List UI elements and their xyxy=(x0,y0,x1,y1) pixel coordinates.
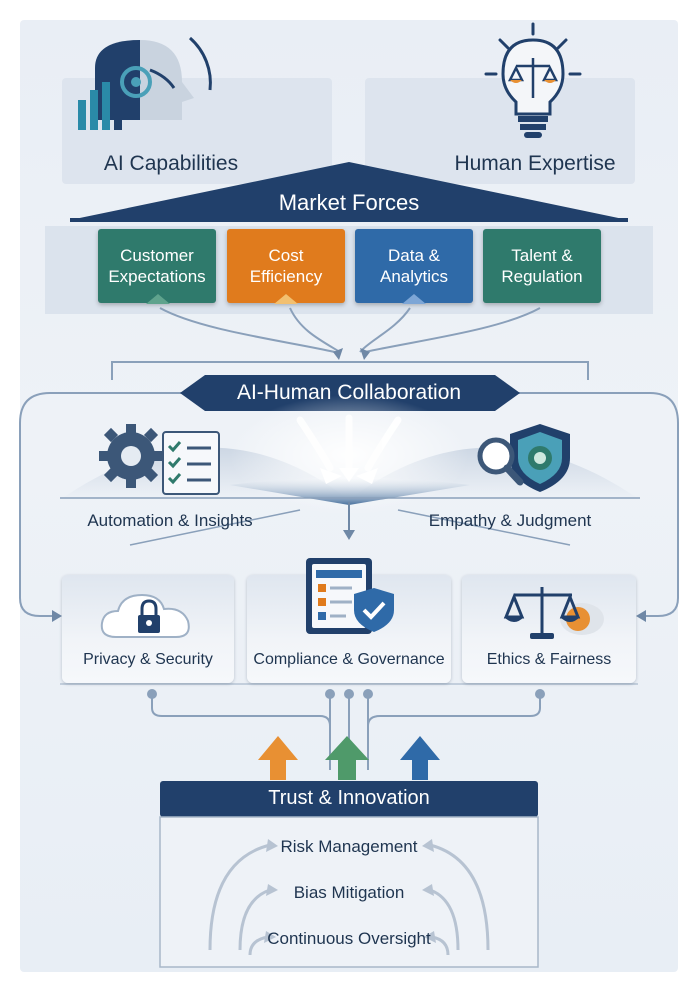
cloud-lock-icon xyxy=(100,593,190,638)
box-pointers xyxy=(146,294,426,304)
human-card xyxy=(365,78,635,184)
trust-title: Trust & Innovation xyxy=(268,787,430,809)
gear-checklist-icon xyxy=(99,424,220,495)
lightbulb-scale-icon xyxy=(484,22,582,138)
collab-banner xyxy=(180,375,520,411)
funnel xyxy=(230,477,470,505)
outer-loop xyxy=(19,392,679,617)
flow-curves xyxy=(111,307,589,380)
up-arrow-orange xyxy=(258,736,298,780)
robot-head-icon xyxy=(78,36,212,130)
empathy-judgment-label: Empathy & Judgment xyxy=(428,511,592,530)
continuous-oversight-label: Continuous Oversight xyxy=(267,929,431,948)
market-forces-title: Market Forces xyxy=(278,190,420,215)
collab-title: AI-Human Collaboration xyxy=(236,381,462,404)
risk-management-label: Risk Management xyxy=(280,837,418,856)
up-arrow-blue xyxy=(400,736,440,780)
cycle-arcs xyxy=(208,843,490,956)
box-talent-regulation: Talent &Regulation xyxy=(483,229,601,303)
bias-mitigation-label: Bias Mitigation xyxy=(293,883,405,902)
pillar-privacy-security: Privacy & Security xyxy=(62,575,234,683)
up-arrow-green xyxy=(325,736,369,780)
document-shield-icon xyxy=(306,558,394,634)
pillar-ethics-fairness: Ethics & Fairness xyxy=(462,575,636,683)
compliance-governance-label: Compliance & Governance xyxy=(253,651,445,668)
box-data-analytics: Data &Analytics xyxy=(355,229,473,303)
trust-header xyxy=(160,781,538,817)
magnifier-shield-icon xyxy=(477,424,570,492)
human-expertise-label: Human Expertise xyxy=(454,152,616,175)
market-roof xyxy=(70,162,628,220)
privacy-security-label: Privacy & Security xyxy=(83,651,213,668)
ethics-fairness-label: Ethics & Fairness xyxy=(486,651,612,668)
ai-capabilities-label: AI Capabilities xyxy=(103,152,239,175)
automation-insights-label: Automation & Insights xyxy=(87,511,253,530)
scale-icon xyxy=(503,587,604,639)
